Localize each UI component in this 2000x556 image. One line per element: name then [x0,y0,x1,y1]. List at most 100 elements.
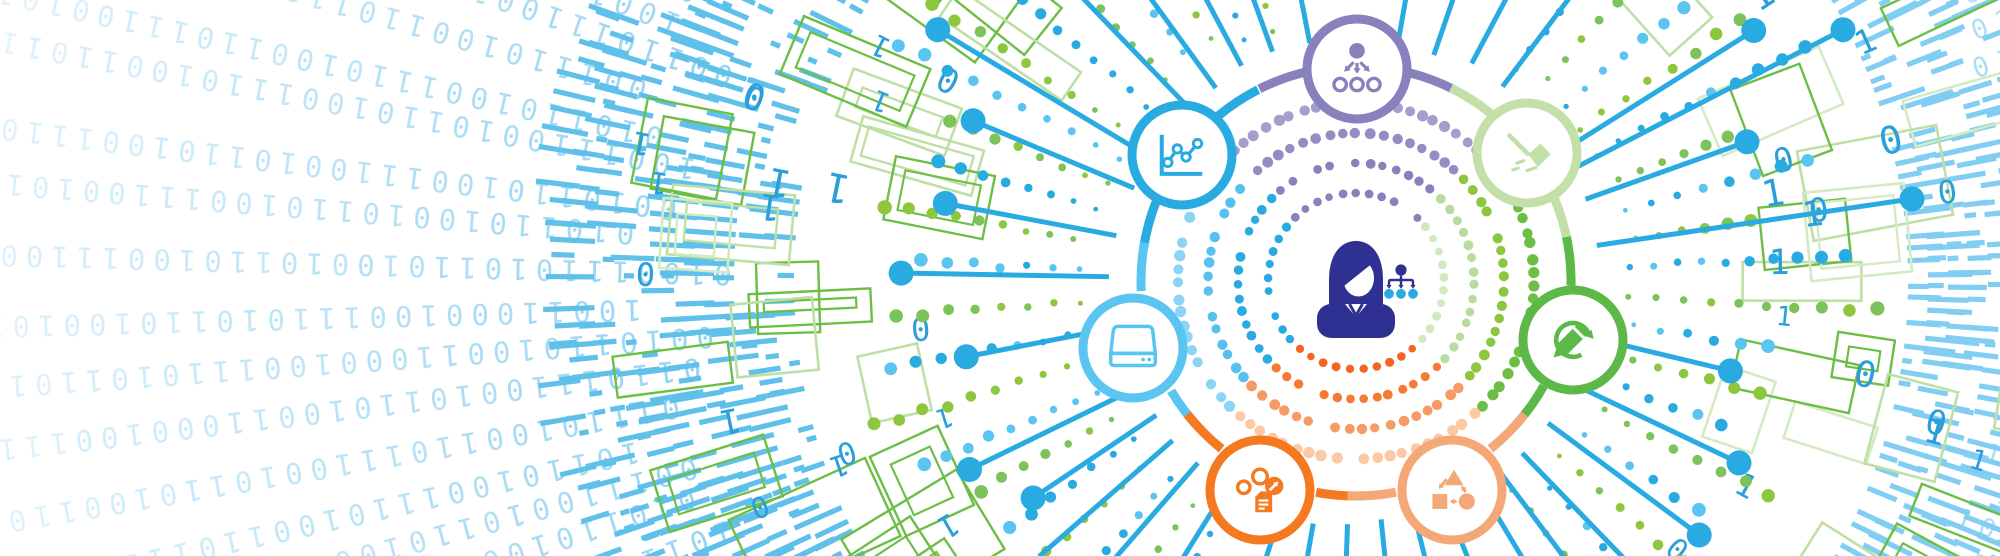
ray-dot [1126,86,1134,94]
spoke-line [901,270,1109,280]
line-chart-icon [1159,134,1204,176]
tick-bar [1860,52,1872,62]
binary-digit: 1 [260,187,280,222]
ray-dot [1577,35,1586,43]
ray-dot [916,309,930,323]
spoke-end-dot [1020,485,1046,511]
binary-digit: 1 [274,76,297,113]
binary-digit: 1 [534,412,557,448]
ring-dot [1256,205,1267,215]
tick-bar [741,342,758,350]
tick-bar [539,413,587,427]
ray-dot [1658,18,1670,30]
gather-arrow [1273,481,1279,487]
ring-dot [1492,233,1503,244]
ray-dot [891,39,905,53]
ray-dot [1647,199,1655,207]
tick-bar [1839,542,1867,556]
tick-bar [628,400,645,409]
binary-digit: 1 [56,171,76,206]
tick-bar [1920,511,1949,528]
tick-bar [602,98,616,107]
tick-bar [1989,429,2000,437]
ring-dot [1325,161,1334,171]
binary-digit: 1 [454,549,481,556]
ray-dot [1753,386,1767,400]
binary-digit: 0 [408,249,426,283]
ring-dot [1225,197,1236,208]
distribute-arrow [1344,65,1351,72]
tick-bar [1878,85,1926,107]
ray-dot [989,133,1001,145]
tick-bar [1882,440,1929,460]
node-circle-distribution [1302,14,1412,124]
scatter-digit: 0 [1850,353,1880,398]
binary-digit: 0 [267,302,285,336]
tick-bar [1874,517,1898,533]
spoke-end-dot [888,260,914,286]
binary-digit: 1 [477,28,503,65]
binary-digit: 0 [450,108,473,145]
binary-digit: 1 [503,496,529,533]
ray-dot [1625,461,1634,471]
ring-dot [1291,411,1302,422]
tick-bar [548,339,577,347]
ring-dot [1235,184,1246,194]
binary-digit: 0 [6,502,29,538]
cluster-rect [1612,0,1714,58]
ray-dot [1206,530,1214,538]
tick-bar [720,17,745,32]
ring-dot [1233,265,1244,275]
binary-digit: 1 [404,160,425,196]
tick-bar [606,139,647,152]
ray-dot [1599,543,1608,552]
cluster-rect [881,154,997,241]
binary-digit: 0 [559,407,582,443]
tick-bar [578,38,610,53]
tick-bar [793,464,806,473]
tick-bar [1963,350,1999,360]
scatter-digit: 0 [1875,116,1907,164]
binary-digit: 0 [175,410,196,446]
ray-dot [1067,479,1078,489]
ring-dot [1331,452,1343,464]
ray-dot [1679,296,1688,304]
binary-digit: 1 [403,384,424,420]
tick-bar [576,165,603,174]
ring-dot [1398,415,1410,427]
tick-bar [1976,394,2000,404]
spoke-line [1411,512,1428,556]
tick-bar [707,352,759,365]
ring-dot [1378,161,1387,171]
ray-dot [1667,63,1678,74]
binary-digit: 0 [302,396,323,432]
ring-dot [1469,279,1479,289]
ring-dot [1439,272,1449,282]
ring-dot [1233,280,1243,289]
spoke-line [1431,0,1456,56]
cluster-rect [657,196,734,274]
ring-dot [1465,307,1475,317]
ray-dot [1092,142,1099,148]
tick-bar [721,0,733,10]
binary-digit: 1 [383,438,406,474]
binary-digit: 1 [510,252,528,286]
tick-bar [602,221,617,229]
ray-dot [902,202,915,215]
scatter-digit: 1 [1768,243,1790,283]
source-node [1349,42,1365,59]
binary-digit: 0 [355,0,381,30]
scatter-digit: 0 [930,57,967,102]
node-circle-storage [1078,293,1188,403]
tick-bar [1980,180,2000,189]
tick-bar [672,85,720,104]
tick-bar [615,419,629,428]
binary-digit: 1 [243,30,267,67]
tick-bar [1898,514,1912,524]
ray-dot [1668,444,1679,454]
ring-dot [1184,211,1196,223]
ray-dot [1679,149,1689,159]
ring-dot [1252,165,1263,176]
tick-bar [629,502,650,514]
ring-dot [1364,128,1376,140]
